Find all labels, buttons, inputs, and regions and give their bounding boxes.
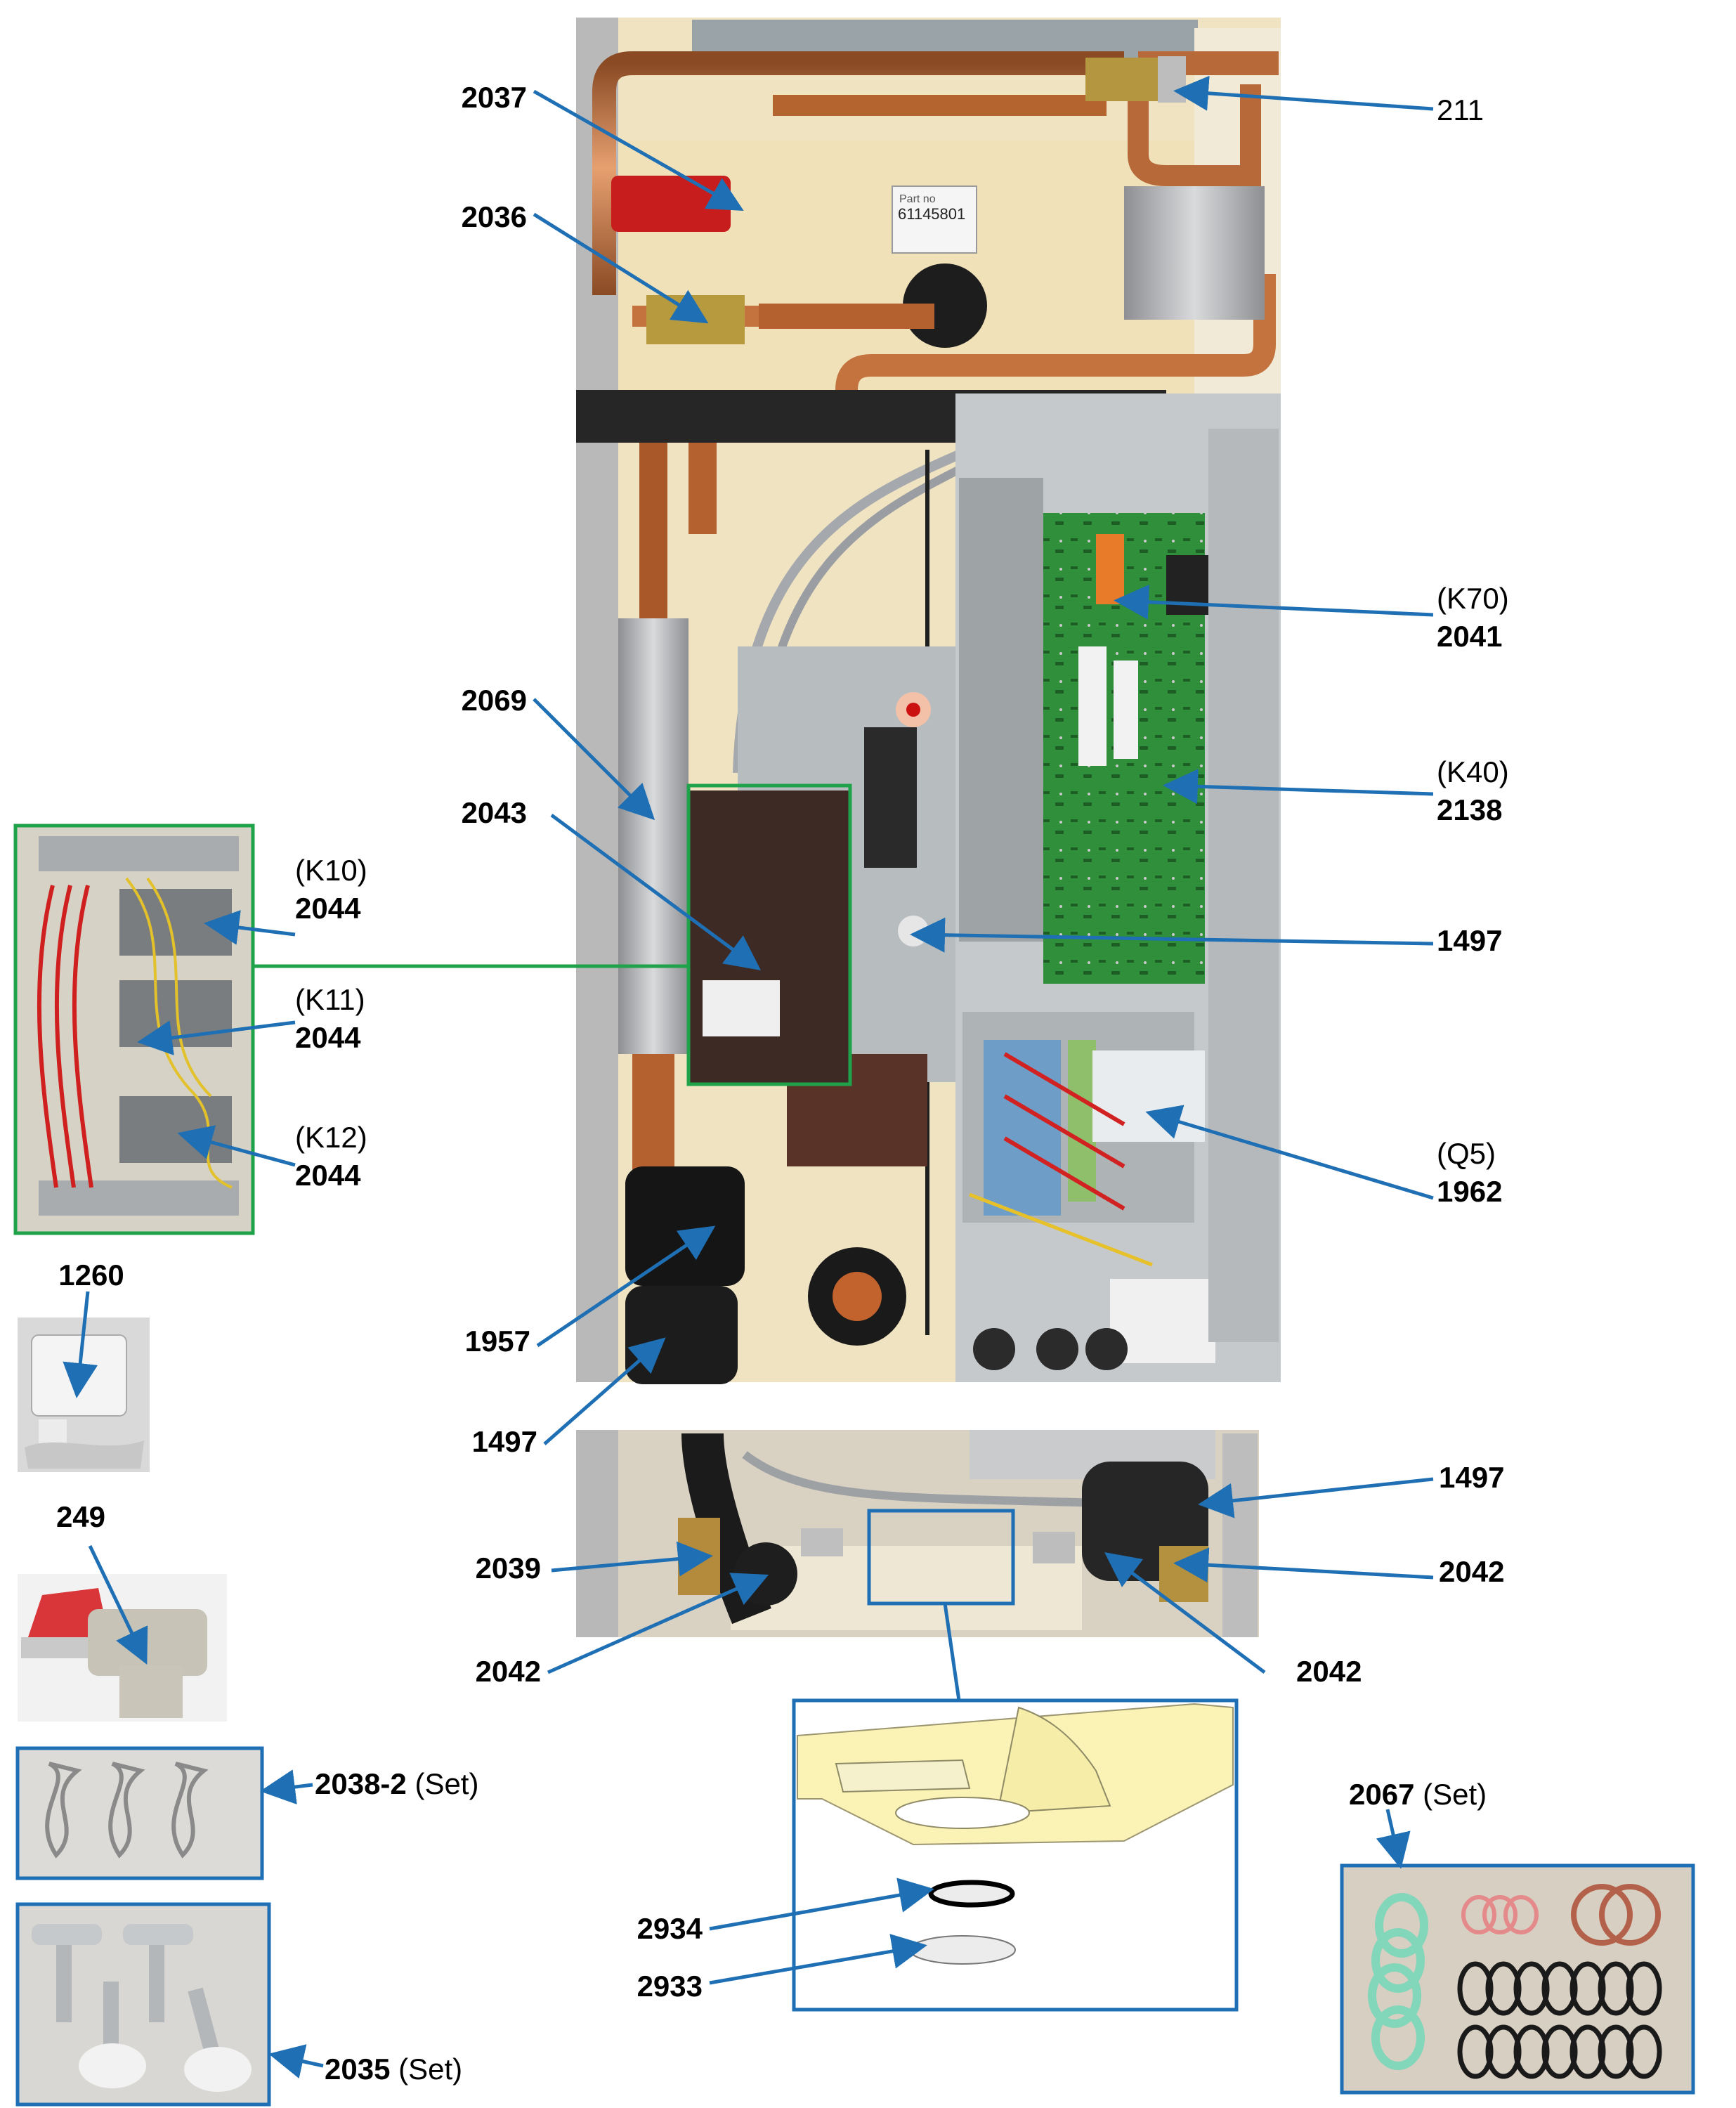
label-2039: 2039 [475,1551,541,1585]
detail-inset [794,1700,1236,2010]
leader-2067 [1376,1809,1411,1869]
feet-frame [15,1902,271,2107]
clips-2038-photo [18,1748,262,1878]
lower-unit-photo [576,1430,1259,1637]
label-2067-suffix: (Set) [1423,1778,1487,1811]
label-k12-key: (K12) [295,1121,367,1154]
label-k40-key: (K40) [1437,755,1509,788]
label-2035-group: 2035 (Set) [325,2050,462,2088]
label-k70-num: 2041 [1437,620,1503,653]
label-2042-bottom: 2042 [1296,1655,1362,1688]
label-k70-key: (K70) [1437,582,1509,615]
valve-motor [611,176,731,232]
leader-2138 [1163,769,1434,805]
label-2933: 2933 [637,1970,703,2003]
label-2043: 2043 [461,796,527,829]
leader-1497-mid [910,917,1434,953]
immersion-heater [618,618,688,1054]
label-k11-group: (K11) 2044 [295,981,365,1057]
label-k10-key: (K10) [295,854,367,887]
leader-2041 [1114,584,1434,620]
label-1497-mid: 1497 [1437,924,1503,957]
label-2067-num: 2067 [1349,1778,1415,1811]
feet-2035-photo [18,1904,269,2104]
relay-box-highlight [686,783,852,1086]
label-2038-num: 2038-2 [315,1767,407,1800]
label-k40-group: (K40) 2138 [1437,753,1509,829]
label-k12-group: (K12) 2044 [295,1119,367,1195]
label-2036: 2036 [461,200,527,233]
leader-1497-right [1198,1477,1434,1518]
leader-2042-left [547,1573,769,1674]
relay-box-photo [15,826,253,1233]
leader-2039 [551,1541,713,1577]
leader-2933 [709,1934,927,1985]
leader-2934 [709,1878,934,1931]
leader-2069 [533,698,655,821]
leader-1260 [63,1291,98,1398]
label-1957: 1957 [464,1325,530,1358]
gasket-2934 [928,1880,1015,1908]
label-211: 211 [1437,93,1484,126]
leader-k11 [137,1020,296,1055]
label-2038-group: 2038-2 (Set) [315,1765,478,1803]
leader-211 [1173,75,1434,111]
label-k12-num: 2044 [295,1159,361,1192]
oring-set-2067-photo [1342,1866,1693,2093]
label-k40-num: 2138 [1437,793,1503,826]
q5-block [1092,1050,1205,1142]
label-2035-num: 2035 [325,2052,391,2086]
safety-valve-249-photo [18,1574,227,1722]
label-1497-left: 1497 [471,1425,537,1458]
sticker-number-text: 61145801 [898,205,965,223]
leader-2036 [533,212,709,324]
label-k10-num: 2044 [295,892,361,925]
label-1497-right: 1497 [1439,1461,1505,1494]
clips-frame [15,1746,264,1880]
label-2037: 2037 [461,81,527,114]
part-number-sticker [892,186,977,254]
leader-249 [88,1544,148,1665]
leader-2038 [260,1769,313,1804]
label-2038-suffix: (Set) [415,1767,479,1800]
leader-2042-bottom [1104,1552,1266,1674]
detail-inset-frame [792,1698,1239,2012]
label-2042-right: 2042 [1439,1555,1505,1588]
label-2934: 2934 [637,1912,703,1945]
leader-k12 [177,1125,296,1167]
label-q5-num: 1962 [1437,1175,1503,1208]
circulation-pump [625,1166,745,1286]
leader-1957 [536,1225,716,1348]
sticker-label-text: Part no [899,193,936,205]
label-k11-num: 2044 [295,1021,361,1054]
label-2069: 2069 [461,684,527,717]
leader-k10 [204,910,296,945]
label-q5-group: (Q5) 1962 [1437,1135,1502,1211]
leader-1962 [1145,1105,1434,1200]
detail-connector [943,1603,961,1701]
cover-2933 [909,1935,1016,1965]
main-unit-photo: Part no 61145801 [576,18,1281,1384]
detail-source-frame [867,1509,1015,1606]
label-2042-left: 2042 [475,1655,541,1688]
leader-2042-right [1173,1547,1434,1583]
leader-1497-left [543,1337,666,1445]
label-249: 249 [56,1500,106,1533]
label-1260: 1260 [58,1258,124,1292]
label-q5-key: (Q5) [1437,1137,1496,1170]
leader-2037 [533,89,744,211]
label-2035-suffix: (Set) [398,2052,463,2086]
leader-2035 [268,2044,324,2079]
label-2067-group: 2067 (Set) [1349,1776,1487,1814]
oring-set-frame [1340,1863,1695,2095]
label-k10-group: (K10) 2044 [295,852,367,928]
label-k70-group: (K70) 2041 [1437,580,1509,656]
leader-2043 [550,813,762,970]
label-k11-key: (K11) [295,983,365,1016]
